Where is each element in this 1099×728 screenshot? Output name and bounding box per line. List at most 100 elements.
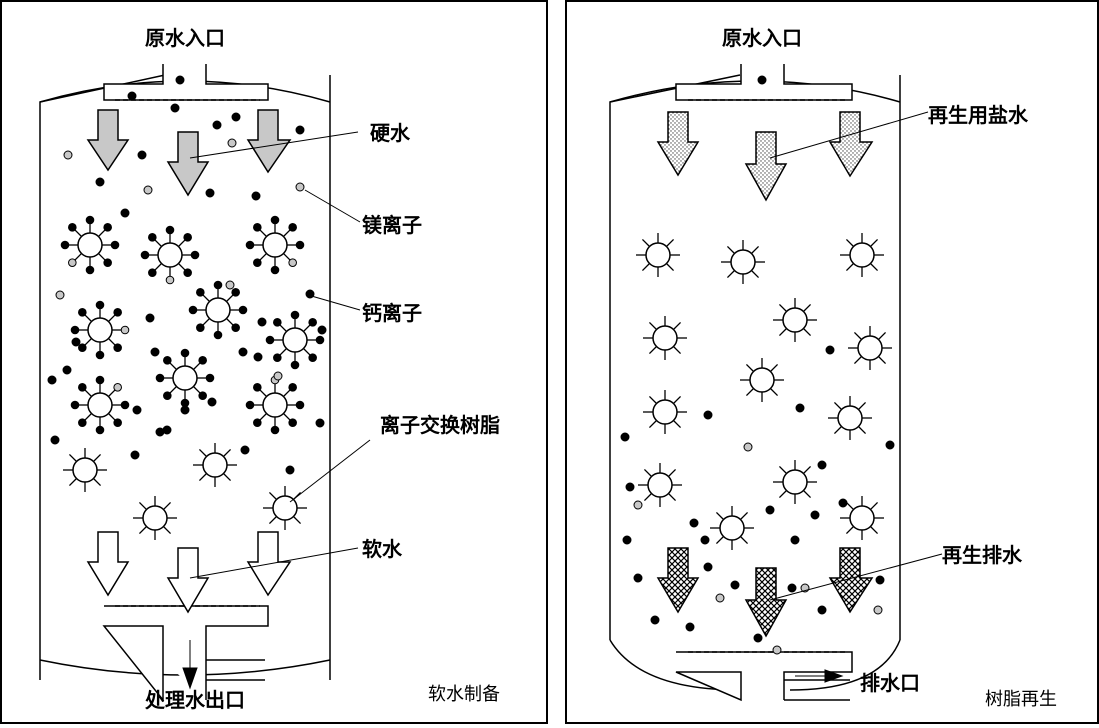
calcium-ion (180, 348, 190, 358)
resin-spike (833, 426, 842, 435)
calcium-ion (95, 425, 105, 435)
calcium-ion (188, 305, 198, 315)
magnesium-ion (63, 150, 73, 160)
calcium-ion (810, 510, 820, 520)
right-outlet-pipe (675, 651, 853, 702)
calcium-ion (137, 150, 147, 160)
resin-spike (668, 468, 677, 477)
resin-spike (648, 420, 657, 429)
resin-spike (803, 328, 812, 337)
resin-bead (265, 310, 325, 370)
magnesium-ion (227, 138, 237, 148)
magnesium-ion (295, 182, 305, 192)
ion-exchange-resin-label: 离子交换树脂 (380, 413, 500, 437)
treated-water-outlet-label: 处理水出口 (144, 688, 245, 712)
calcium-ion (183, 233, 192, 242)
resin-spike (168, 361, 177, 370)
resin-spike (726, 270, 735, 279)
resin-core (782, 469, 808, 495)
calcium-ion (265, 335, 275, 345)
calcium-ion (103, 258, 112, 267)
calcium-ion (170, 103, 180, 113)
resin-spike (226, 293, 235, 302)
resin-spike (803, 303, 812, 312)
calcium-ion (148, 233, 157, 242)
calcium-ion (288, 418, 297, 427)
calcium-ion (238, 347, 248, 357)
resin-spike (643, 468, 652, 477)
resin-spike (715, 511, 724, 520)
resin-bead (840, 496, 884, 540)
resin-spike (726, 245, 735, 254)
calcium-ion (205, 188, 215, 198)
calcium-ion (78, 308, 87, 317)
calcium-ion (68, 223, 77, 232)
resin-bead (710, 506, 754, 550)
resin-bead (70, 375, 130, 435)
resin-spike (870, 238, 879, 247)
resin-core (857, 335, 883, 361)
calcium-ion (110, 240, 120, 250)
brine-label: 再生用盐水 (928, 103, 1029, 127)
resin-spike (178, 263, 187, 272)
calcium-ion (231, 288, 240, 297)
calcium-ion (245, 240, 255, 250)
resin-spike (258, 253, 267, 262)
calcium-ion (238, 305, 248, 315)
resin-core (262, 392, 288, 418)
calcium-ion (253, 352, 263, 362)
resin-spike (283, 388, 292, 397)
resin-core (652, 399, 678, 425)
calcium-ion (155, 427, 165, 437)
magnesium-ion (715, 593, 725, 603)
calcium-ion (273, 353, 282, 362)
resin-spike (673, 395, 682, 404)
calcium-ion (703, 410, 713, 420)
resin-spike (878, 331, 887, 340)
resin-spike (163, 526, 172, 535)
calcium-ion (71, 337, 81, 347)
resin-spike (833, 401, 842, 410)
calcium-ion (817, 605, 827, 615)
resin-spike (168, 386, 177, 395)
calcium-ion (689, 518, 699, 528)
magnesium-ion (113, 383, 122, 392)
soft-water-arrow (166, 547, 210, 614)
calcium-ion (790, 535, 800, 545)
resin-spike (870, 501, 879, 510)
resin-spike (226, 318, 235, 327)
resin-core (782, 307, 808, 333)
resin-bead (60, 215, 120, 275)
resin-spike (858, 401, 867, 410)
calcium-ion (295, 125, 305, 135)
calcium-ion (78, 343, 87, 352)
resin-spike (878, 356, 887, 365)
calcium-ion (253, 258, 262, 267)
resin-spike (770, 388, 779, 397)
hard-water-arrow (166, 131, 210, 197)
left-leader-lines (189, 131, 371, 579)
resin-spike (268, 491, 277, 500)
resin-spike (648, 395, 657, 404)
resin-spike (845, 238, 854, 247)
calcium-ion (196, 323, 205, 332)
left-ions-group (47, 75, 327, 475)
calcium-ion (165, 225, 175, 235)
resin-spike (778, 490, 787, 499)
resin-spike (845, 501, 854, 510)
magnesium-ion (120, 325, 130, 335)
calcium-ion (245, 400, 255, 410)
resin-core (749, 367, 775, 393)
resin-spike (778, 465, 787, 474)
resin-spike (853, 356, 862, 365)
calcium-ion (132, 405, 142, 415)
right-inlet-label: 原水入口 (722, 26, 802, 50)
resin-bead (840, 233, 884, 277)
calcium-ion (231, 112, 241, 122)
calcium-ion (155, 373, 165, 383)
calcium-ion (240, 445, 250, 455)
calcium-ion (163, 356, 172, 365)
resin-spike (268, 516, 277, 525)
